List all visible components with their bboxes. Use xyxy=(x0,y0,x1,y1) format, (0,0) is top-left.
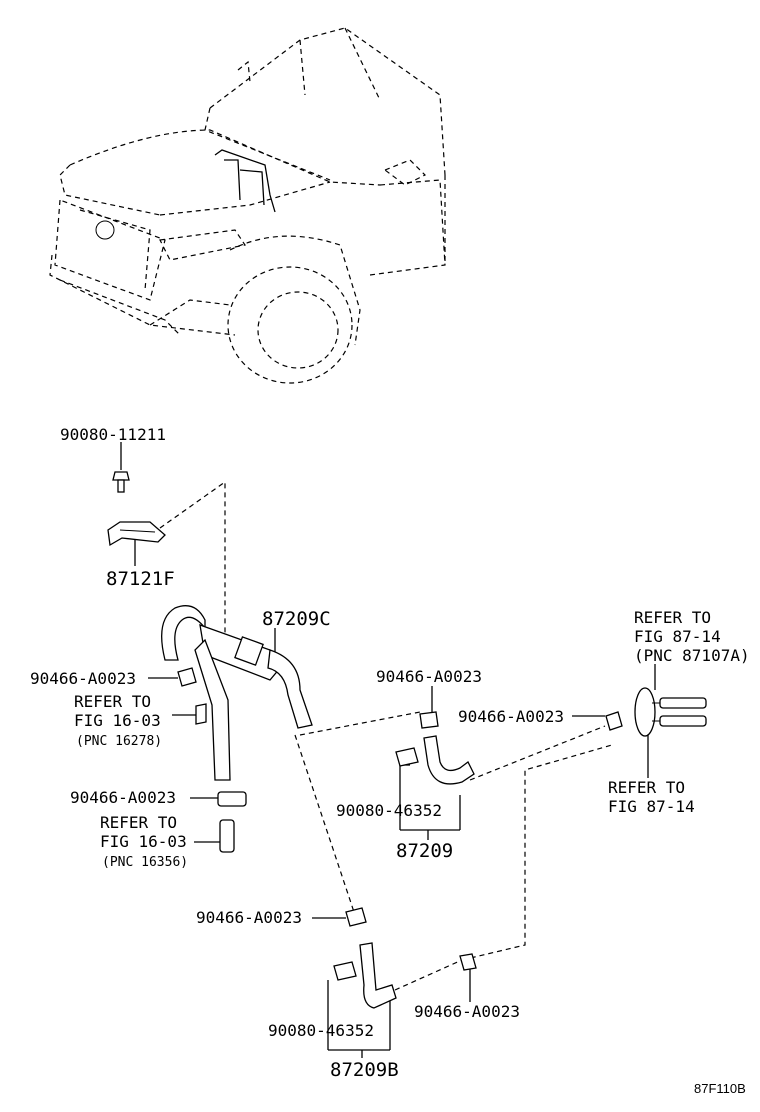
label-bracket: 87121F xyxy=(106,568,175,590)
label-clamp-low-right: 90466-A0023 xyxy=(414,1002,520,1021)
label-hose-tag-low: 90080-46352 xyxy=(268,1021,374,1040)
label-bolt: 90080-11211 xyxy=(60,425,166,444)
label-refer-b-line3: (PNC 16356) xyxy=(102,855,188,870)
part-labels: 90080-11211 87121F 87209C 90466-A0023 RE… xyxy=(30,425,750,1096)
label-clamp-left-1: 90466-A0023 xyxy=(30,669,136,688)
label-refer-a-line2: FIG 16-03 xyxy=(74,711,161,730)
clamp-icon xyxy=(605,711,623,731)
hose-87209b-icon xyxy=(359,942,397,1009)
label-refer-c-line2: FIG 87-14 xyxy=(634,627,721,646)
label-refer-b-line2: FIG 16-03 xyxy=(100,832,187,851)
label-refer-d-line2: FIG 87-14 xyxy=(608,797,695,816)
hose-tag-icon xyxy=(333,961,357,981)
label-refer-b-line1: REFER TO xyxy=(100,813,177,832)
hose-tag-icon xyxy=(395,747,419,767)
label-refer-a-line1: REFER TO xyxy=(74,692,151,711)
label-refer-d-line1: REFER TO xyxy=(608,778,685,797)
label-hose-mid: 87209 xyxy=(396,840,453,862)
label-hose-b: 87209B xyxy=(330,1059,399,1081)
label-clamp-low-left: 90466-A0023 xyxy=(196,908,302,927)
clamp-icon xyxy=(345,907,367,927)
label-clamp-mid-right: 90466-A0023 xyxy=(458,707,564,726)
clamp-icon xyxy=(217,791,247,807)
hose-87209c-icon xyxy=(161,605,313,781)
vehicle-illustration xyxy=(49,27,446,384)
bracket-icon xyxy=(107,521,166,547)
label-refer-c-line1: REFER TO xyxy=(634,608,711,627)
figure-code: 87F110B xyxy=(694,1081,746,1096)
label-hose-tag-mid: 90080-46352 xyxy=(336,801,442,820)
clamp-icon xyxy=(419,711,439,729)
clamp-icon xyxy=(177,667,197,687)
parts xyxy=(107,471,707,1009)
label-refer-a-line3: (PNC 16278) xyxy=(76,734,162,749)
hose-87209-icon xyxy=(423,735,475,785)
label-clamp-mid-top: 90466-A0023 xyxy=(376,667,482,686)
connector-icon xyxy=(634,687,707,737)
leader-lines xyxy=(120,442,656,1058)
label-clamp-left-2: 90466-A0023 xyxy=(70,788,176,807)
clamp-icon xyxy=(459,953,477,971)
bolt-icon xyxy=(112,471,130,493)
pipe-end-icon xyxy=(219,819,235,853)
label-hose-c: 87209C xyxy=(262,608,331,630)
pipe-end-icon xyxy=(195,703,207,725)
label-refer-c-line3: (PNC 87107A) xyxy=(634,646,750,665)
